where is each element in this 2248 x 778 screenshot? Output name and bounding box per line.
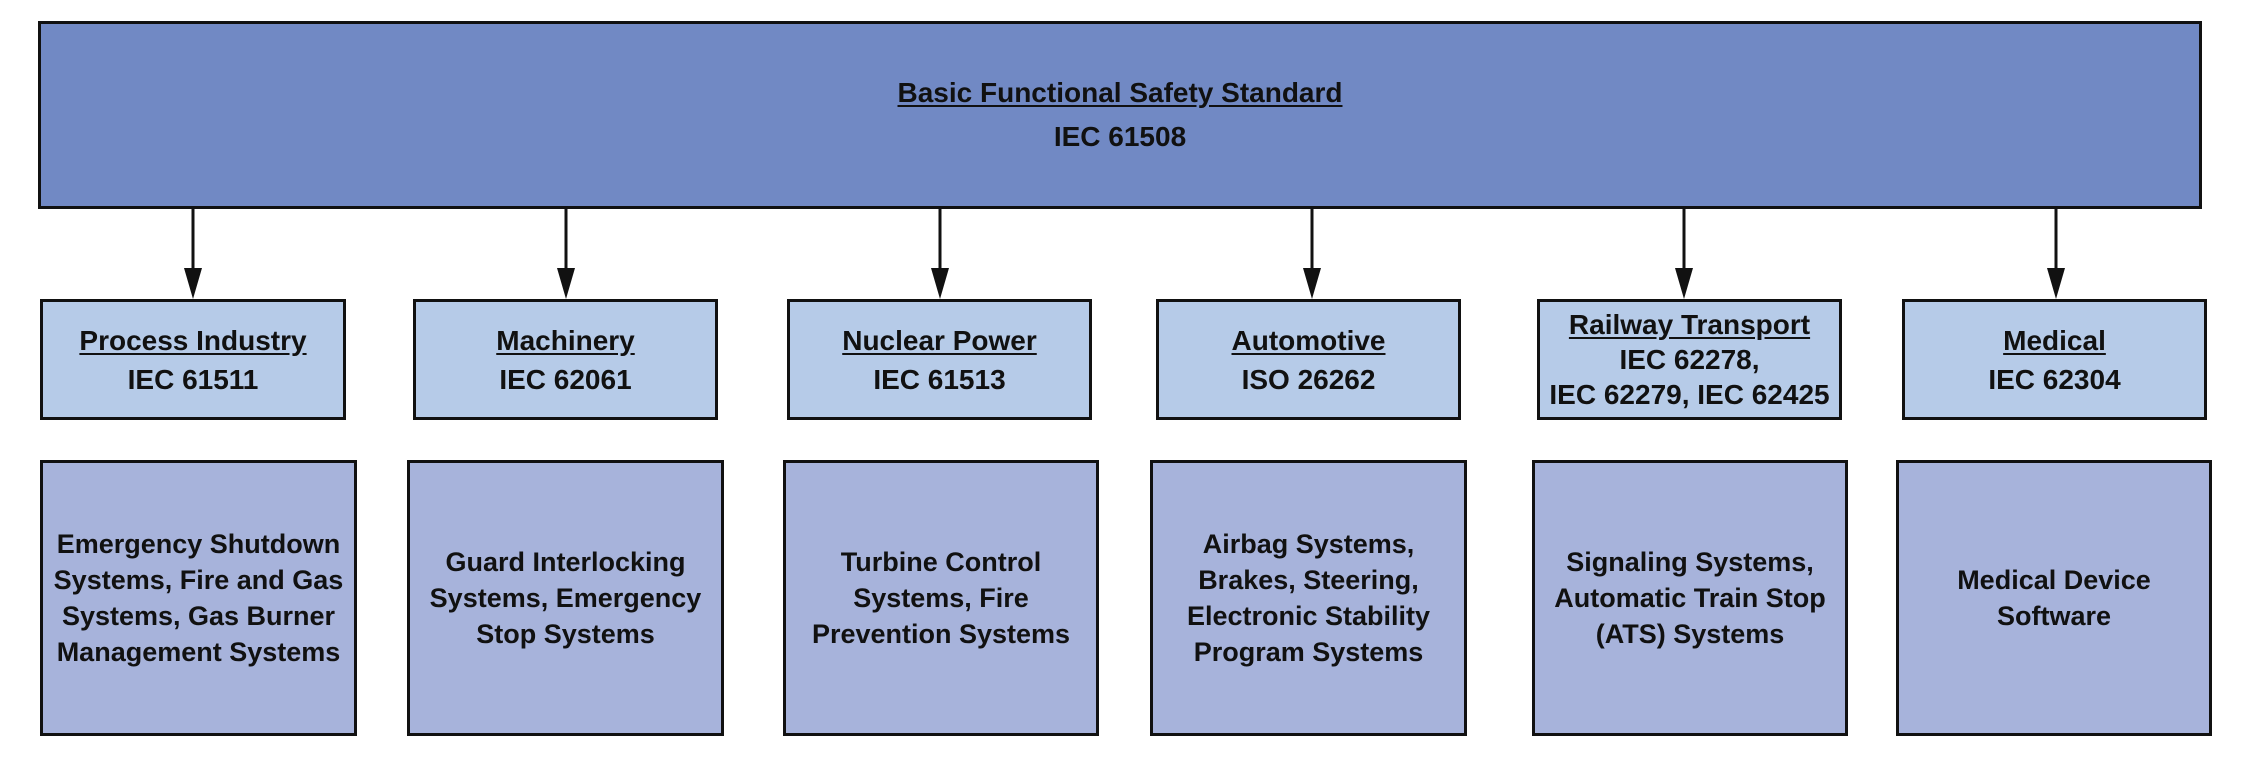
applications-text: Guard Interlocking	[445, 547, 686, 577]
root-standard-box: Basic Functional Safety Standard IEC 615…	[38, 21, 2202, 209]
applications-text: Signaling Systems,	[1566, 547, 1814, 577]
applications-text: Prevention Systems	[811, 619, 1071, 649]
applications-box-railway-transport: Signaling Systems, Automatic Train Stop …	[1532, 460, 1848, 736]
applications-box-process-industry: Emergency Shutdown Systems, Fire and Gas…	[40, 460, 357, 736]
applications-text: Software	[1996, 601, 2112, 631]
sector-title: Process Industry	[79, 324, 307, 356]
arrowhead-machinery	[557, 268, 575, 299]
sector-title: Medical	[2003, 324, 2106, 356]
sector-standard: IEC 62279, IEC 62425	[1549, 379, 1830, 410]
applications-box-nuclear-power: Turbine Control Systems, Fire Prevention…	[783, 460, 1099, 736]
applications-text: Turbine Control	[840, 547, 1042, 577]
applications-text: Program Systems	[1193, 637, 1424, 667]
applications-text: Automatic Train Stop	[1554, 583, 1826, 613]
applications-box-medical: Medical Device Software	[1896, 460, 2212, 736]
applications-text: Stop Systems	[476, 619, 655, 649]
arrowhead-medical	[2047, 268, 2065, 299]
applications-text: Brakes, Steering,	[1198, 565, 1419, 595]
applications-text: Systems, Fire	[853, 583, 1029, 613]
applications-text: Systems, Gas Burner	[61, 601, 336, 631]
sector-standard: IEC 61513	[873, 363, 1006, 395]
sector-box-railway-transport: Railway Transport IEC 62278, IEC 62279, …	[1537, 299, 1842, 420]
sector-box-automotive: Automotive ISO 26262	[1156, 299, 1461, 420]
sector-standard: IEC 61511	[127, 363, 259, 395]
sector-box-process-industry: Process Industry IEC 61511	[40, 299, 346, 420]
applications-box-machinery: Guard Interlocking Systems, Emergency St…	[407, 460, 724, 736]
sector-title: Machinery	[496, 324, 635, 356]
root-standard-code: IEC 61508	[1053, 121, 1187, 152]
sector-title: Nuclear Power	[842, 324, 1037, 356]
applications-text: (ATS) Systems	[1595, 619, 1785, 649]
applications-box-automotive: Airbag Systems, Brakes, Steering, Electr…	[1150, 460, 1467, 736]
root-standard-title: Basic Functional Safety Standard	[897, 77, 1343, 108]
sector-standard: ISO 26262	[1241, 363, 1376, 395]
sector-box-nuclear-power: Nuclear Power IEC 61513	[787, 299, 1092, 420]
applications-text: Medical Device	[1957, 565, 2151, 595]
arrowhead-automotive	[1303, 268, 1321, 299]
applications-text: Emergency Shutdown	[56, 529, 341, 559]
sector-title: Railway Transport	[1568, 309, 1811, 340]
sector-standard: IEC 62304	[1988, 363, 2121, 395]
arrowhead-nuclear-power	[931, 268, 949, 299]
applications-text: Systems, Emergency	[429, 583, 702, 613]
applications-text: Electronic Stability	[1186, 601, 1431, 631]
applications-text: Management Systems	[56, 637, 341, 667]
arrowhead-railway-transport	[1675, 268, 1693, 299]
sector-box-machinery: Machinery IEC 62061	[413, 299, 718, 420]
applications-text: Airbag Systems,	[1202, 529, 1415, 559]
sector-standard: IEC 62061	[499, 363, 632, 395]
arrowhead-process-industry	[184, 268, 202, 299]
applications-text: Systems, Fire and Gas	[53, 565, 344, 595]
sector-title: Automotive	[1231, 324, 1386, 356]
sector-standard: IEC 62278,	[1619, 344, 1760, 375]
sector-box-medical: Medical IEC 62304	[1902, 299, 2207, 420]
